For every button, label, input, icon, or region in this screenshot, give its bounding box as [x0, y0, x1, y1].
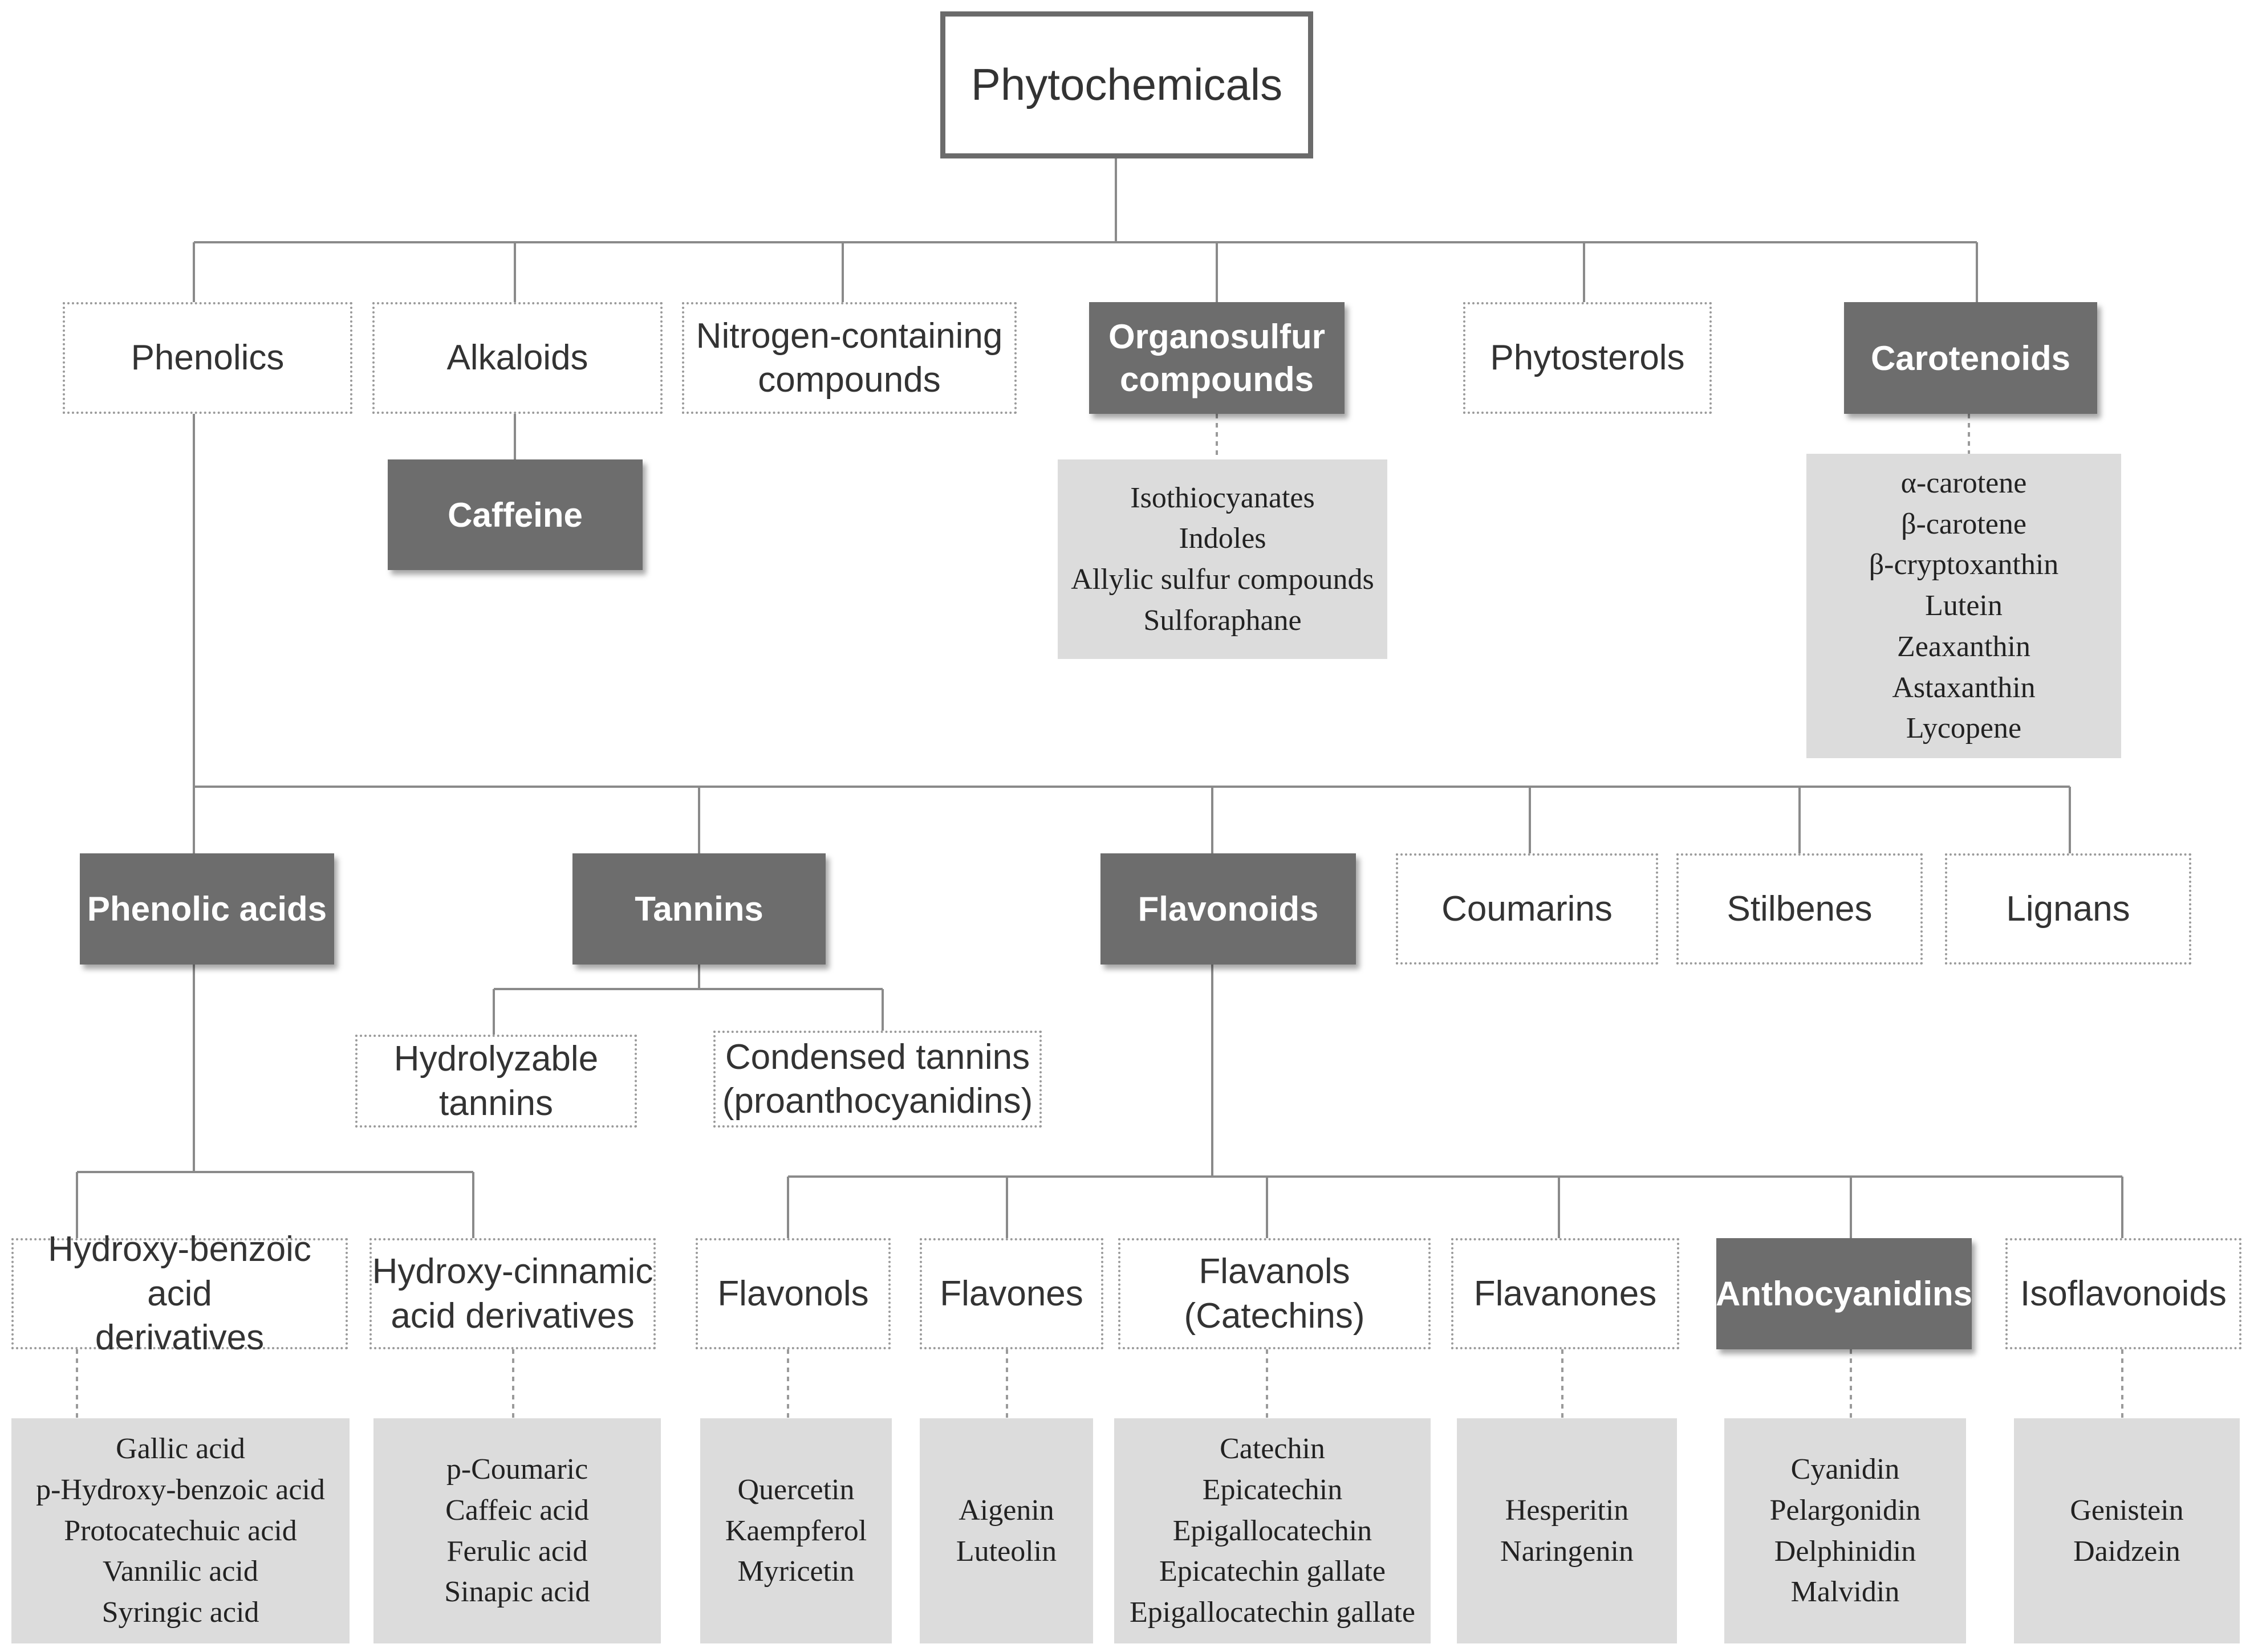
flavonoid-type-flavanols: Flavanols (Catechins) [1118, 1238, 1431, 1349]
examples-hydroxycinnamic-list: p-Coumaric Caffeic acid Ferulic acid Sin… [373, 1418, 661, 1643]
examples-hydroxybenzoic-list: Gallic acid p-Hydroxy-benzoic acid Proto… [11, 1418, 350, 1643]
category-label: Alkaloids [446, 338, 588, 378]
phenolic-class-phenolic-acids: Phenolic acids [80, 853, 334, 965]
list-item: Hesperitin [1505, 1494, 1629, 1527]
class-label: Stilbenes [1727, 889, 1873, 929]
phenolic-class-coumarins: Coumarins [1396, 853, 1658, 965]
examples-flavonols-list: Quercetin Kaempferol Myricetin [700, 1418, 892, 1643]
list-item: Catechin [1220, 1433, 1325, 1466]
flavonoid-type-label: Isoflavonoids [2020, 1273, 2227, 1313]
list-item: Vannilic acid [103, 1555, 258, 1588]
category-carotenoids: Carotenoids [1844, 302, 2097, 414]
examples-isoflavonoids-list: Genistein Daidzein [2014, 1418, 2240, 1643]
list-item: Allylic sulfur compounds [1071, 563, 1374, 596]
root-label: Phytochemicals [970, 59, 1283, 110]
class-label: Lignans [2006, 889, 2130, 929]
list-item: Protocatechuic acid [64, 1514, 297, 1547]
phenolic-class-tannins: Tannins [572, 853, 826, 965]
list-item: Astaxanthin [1892, 671, 2036, 704]
list-item: Daidzein [2073, 1535, 2180, 1568]
tannin-type-label: Hydrolyzable tannins [393, 1039, 599, 1123]
list-item: Isothiocyanates [1130, 481, 1315, 514]
list-item: Sulforaphane [1143, 604, 1302, 637]
category-organosulfur-compounds: Organosulfur compounds [1089, 302, 1345, 414]
category-label: Carotenoids [1870, 339, 2071, 377]
list-item: Genistein [2070, 1494, 2184, 1527]
list-item: Epigallocatechin [1172, 1514, 1372, 1547]
list-item: Quercetin [737, 1473, 855, 1506]
list-item: Epicatechin [1202, 1473, 1343, 1506]
flavonoid-type-label: Flavanones [1473, 1273, 1657, 1313]
category-label: Phenolics [131, 338, 285, 378]
flavonoid-type-label: Flavones [940, 1273, 1083, 1313]
flavonoid-type-label: Anthocyanidins [1715, 1275, 1973, 1313]
carotenoid-examples-list: α-carotene β-carotene β-cryptoxanthin Lu… [1806, 454, 2121, 758]
acid-type-label: Hydroxy-benzoic acid derivatives [48, 1230, 311, 1358]
list-item: Epigallocatechin gallate [1130, 1596, 1415, 1629]
list-item: Malvidin [1790, 1576, 1900, 1609]
list-item: Sinapic acid [444, 1576, 590, 1609]
organosulfur-examples-list: Isothiocyanates Indoles Allylic sulfur c… [1058, 459, 1387, 659]
list-item: Kaempferol [725, 1514, 867, 1547]
list-item: Cyanidin [1790, 1453, 1900, 1486]
caffeine-node: Caffeine [388, 459, 643, 570]
examples-flavones-list: Aigenin Luteolin [920, 1418, 1093, 1643]
caffeine-label: Caffeine [448, 495, 583, 534]
flavonoid-type-flavonols: Flavonols [696, 1238, 891, 1349]
class-label: Coumarins [1441, 889, 1613, 929]
examples-anthocyanidins-list: Cyanidin Pelargonidin Delphinidin Malvid… [1724, 1418, 1966, 1643]
acid-type-label: Hydroxy-cinnamic acid derivatives [372, 1252, 653, 1336]
list-item: Luteolin [956, 1535, 1057, 1568]
category-label: Organosulfur compounds [1108, 318, 1325, 398]
list-item: Myricetin [737, 1555, 855, 1588]
category-phenolics: Phenolics [63, 302, 352, 414]
class-label: Flavonoids [1138, 890, 1319, 928]
category-alkaloids: Alkaloids [372, 302, 663, 414]
list-item: p-Coumaric [446, 1453, 588, 1486]
category-nitrogen-containing-compounds: Nitrogen-containing compounds [682, 302, 1017, 414]
list-item: Pelargonidin [1769, 1494, 1921, 1527]
list-item: α-carotene [1900, 466, 2027, 499]
list-item: β-cryptoxanthin [1869, 548, 2059, 581]
list-item: Zeaxanthin [1897, 630, 2030, 663]
list-item: Syringic acid [101, 1596, 259, 1629]
list-item: Naringenin [1500, 1535, 1634, 1568]
tannin-type-condensed: Condensed tannins (proanthocyanidins) [713, 1031, 1042, 1128]
root-node-phytochemicals: Phytochemicals [940, 11, 1313, 158]
category-label: Nitrogen-containing compounds [696, 316, 1003, 400]
list-item: Indoles [1179, 522, 1266, 555]
class-label: Tannins [635, 890, 763, 928]
flavonoid-type-isoflavonoids: Isoflavonoids [2005, 1238, 2241, 1349]
tannin-type-hydrolyzable: Hydrolyzable tannins [355, 1035, 637, 1128]
list-item: Ferulic acid [446, 1535, 588, 1568]
flavonoid-type-flavanones: Flavanones [1451, 1238, 1679, 1349]
phenolic-class-lignans: Lignans [1945, 853, 2191, 965]
category-phytosterols: Phytosterols [1463, 302, 1712, 414]
examples-flavanols-list: Catechin Epicatechin Epigallocatechin Ep… [1114, 1418, 1431, 1643]
examples-flavanones-list: Hesperitin Naringenin [1457, 1418, 1677, 1643]
flavonoid-type-anthocyanidins: Anthocyanidins [1716, 1238, 1972, 1349]
list-item: Delphinidin [1774, 1535, 1916, 1568]
category-label: Phytosterols [1490, 338, 1685, 378]
acid-type-hydroxybenzoic: Hydroxy-benzoic acid derivatives [11, 1230, 348, 1357]
phenolic-class-flavonoids: Flavonoids [1100, 853, 1356, 965]
flavonoid-type-label: Flavanols (Catechins) [1184, 1252, 1365, 1336]
flavonoid-type-flavones: Flavones [920, 1238, 1103, 1349]
list-item: Gallic acid [116, 1433, 245, 1466]
tannin-type-label: Condensed tannins (proanthocyanidins) [722, 1037, 1033, 1121]
list-item: p-Hydroxy-benzoic acid [36, 1473, 325, 1506]
list-item: β-carotene [1901, 507, 2026, 540]
list-item: Lycopene [1906, 712, 2022, 745]
list-item: Epicatechin gallate [1159, 1555, 1386, 1588]
phenolic-class-stilbenes: Stilbenes [1676, 853, 1923, 965]
acid-type-hydroxycinnamic: Hydroxy-cinnamic acid derivatives [369, 1238, 656, 1349]
flavonoid-type-label: Flavonols [717, 1273, 869, 1313]
class-label: Phenolic acids [87, 890, 327, 928]
list-item: Caffeic acid [445, 1494, 589, 1527]
list-item: Lutein [1925, 589, 2003, 622]
list-item: Aigenin [959, 1494, 1054, 1527]
